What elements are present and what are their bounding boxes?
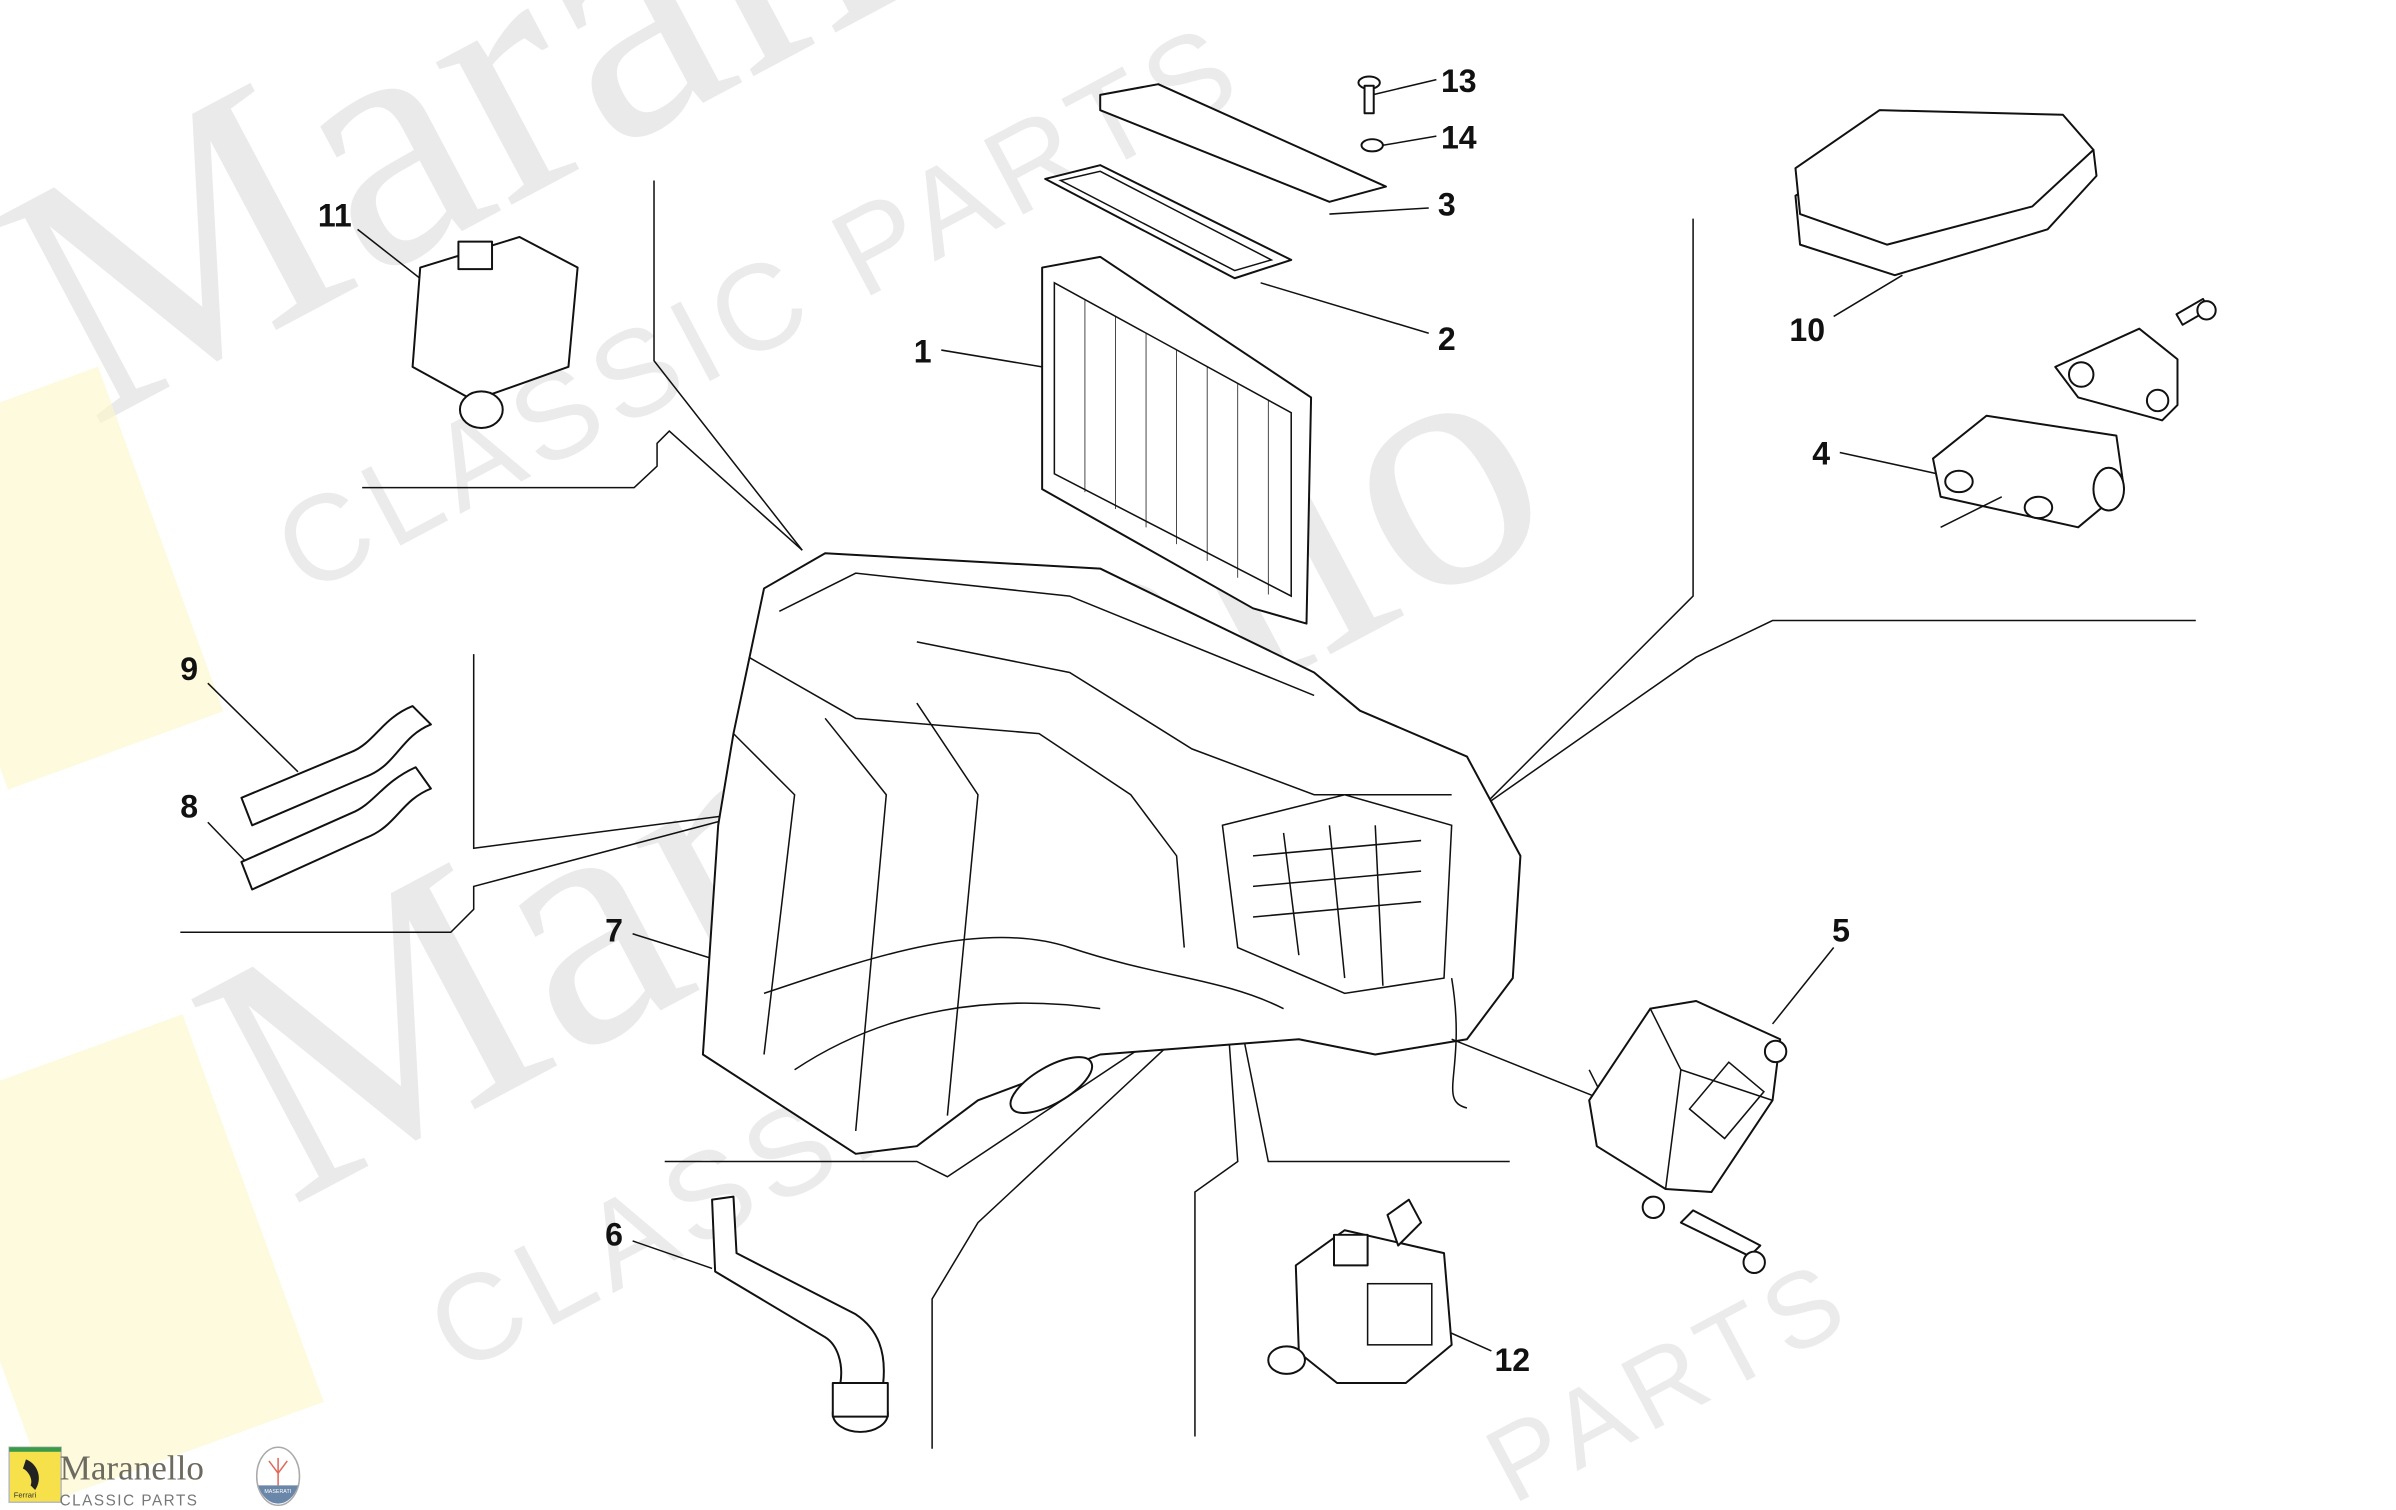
seal-part-10 <box>1794 109 2098 277</box>
filter-cover-part-3 <box>1099 83 1387 203</box>
expansion-valve-part-4 <box>1932 414 2125 529</box>
callout-1[interactable]: 1 <box>914 333 932 369</box>
ferrari-badge-text: Ferrari <box>14 1491 37 1500</box>
callout-4[interactable]: 4 <box>1812 436 1830 472</box>
maranello-logo: Ferrari Maranello CLASSIC PARTS MASERATI <box>8 1446 301 1509</box>
logo-subtitle: CLASSIC PARTS <box>60 1492 199 1509</box>
gasket-part-2 <box>1044 164 1293 280</box>
hose-part-9 <box>240 705 432 827</box>
actuator-part-11 <box>411 235 579 429</box>
filter-part-1 <box>1041 255 1313 625</box>
maserati-badge-text: MASERATI <box>264 1489 291 1495</box>
callout-6[interactable]: 6 <box>605 1217 623 1253</box>
callout-10[interactable]: 10 <box>1789 312 1825 348</box>
callout-12[interactable]: 12 <box>1494 1342 1530 1378</box>
washer-part-14 <box>1360 138 1384 153</box>
callout-13[interactable]: 13 <box>1441 63 1477 99</box>
callout-2[interactable]: 2 <box>1438 321 1456 357</box>
callout-5[interactable]: 5 <box>1832 912 1850 948</box>
logo-name: Maranello <box>60 1448 204 1487</box>
hvac-unit-housing <box>701 552 1607 1155</box>
callout-9[interactable]: 9 <box>180 651 198 687</box>
callouts: 13 14 3 2 1 11 10 4 9 8 7 5 6 12 <box>180 63 1850 1378</box>
callout-14[interactable]: 14 <box>1441 119 1477 155</box>
callout-3[interactable]: 3 <box>1438 187 1456 223</box>
bracket-with-bolt <box>2054 297 2217 422</box>
actuator-part-12 <box>1267 1198 1453 1385</box>
hose-part-8 <box>240 766 432 891</box>
callout-11[interactable]: 11 <box>318 197 352 233</box>
screw-part-13 <box>1357 75 1381 115</box>
callout-8[interactable]: 8 <box>180 789 198 825</box>
actuator-part-5 <box>1588 1000 1788 1275</box>
callout-7[interactable]: 7 <box>605 912 623 948</box>
